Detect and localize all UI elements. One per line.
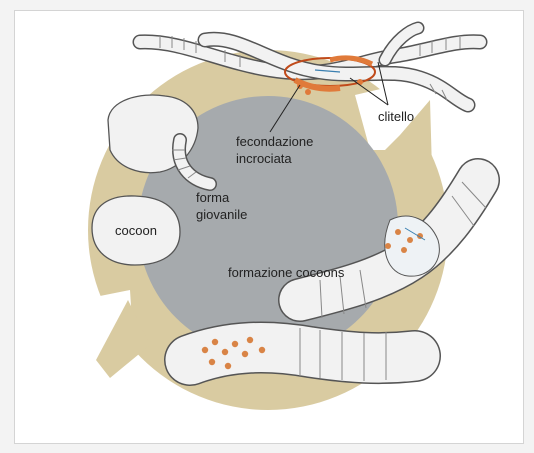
- label-giovanile: giovanile: [196, 207, 247, 222]
- label-fecondazione: fecondazione: [236, 134, 313, 149]
- egg-laying-worm-illustration: [190, 328, 415, 381]
- label-formazione-cocoons: formazione cocoons: [228, 265, 345, 280]
- label-cocoon: cocoon: [115, 223, 157, 238]
- label-forma: forma: [196, 190, 230, 205]
- label-clitello: clitello: [378, 109, 414, 124]
- label-incrociata: incrociata: [236, 151, 292, 166]
